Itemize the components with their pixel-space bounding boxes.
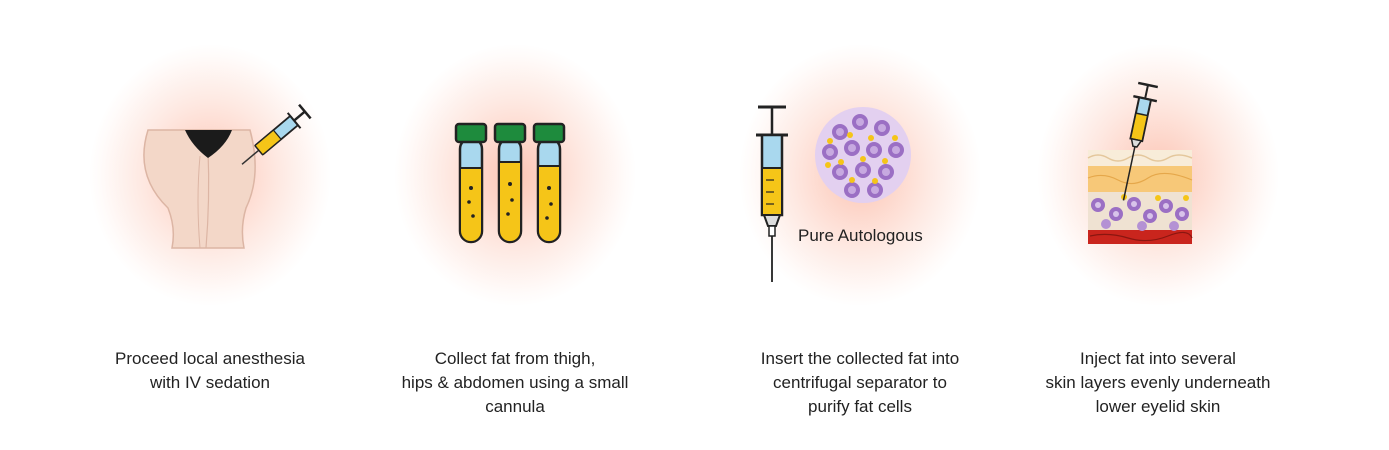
caption-line: Insert the collected fat into [760,349,960,368]
fat-cells-icon [815,107,911,203]
step-caption: Inject fat into several skin layers even… [998,347,1318,419]
skin-injection-icon [1087,81,1193,244]
test-tube-icon [532,122,566,244]
caption-line: Inject fat into several [1080,349,1236,368]
syringe-icon [1122,81,1159,201]
step-caption: Insert the collected fat into centrifuga… [700,347,1020,419]
syringe-fat-cells-icon: Pure Autologous [756,105,923,282]
step-anesthesia: Proceed local anesthesia with IV sedatio… [50,0,370,450]
syringe-icon [756,105,788,282]
caption-line: lower eyelid skin [1095,397,1221,416]
caption-line: purify fat cells [808,397,912,416]
step-centrifuge: Pure Autologous Insert the collected fat… [700,0,1020,450]
caption-line: hips & abdomen using a small [401,373,629,392]
step-inject: Inject fat into several skin layers even… [998,0,1318,450]
step-collect: Collect fat from thigh, hips & abdomen u… [355,0,675,450]
caption-line: Proceed local anesthesia [115,349,305,368]
caption-line: skin layers evenly underneath [1045,373,1271,392]
step-caption: Proceed local anesthesia with IV sedatio… [50,347,370,395]
test-tubes-icon [454,122,566,244]
thigh-injection-icon [143,103,312,249]
caption-line: centrifugal separator to [773,373,947,392]
caption-line: with IV sedation [149,373,270,392]
skin-layers-icon [1087,150,1193,244]
test-tube-icon [493,122,527,244]
caption-line: Collect fat from thigh, [434,349,596,368]
caption-line: cannula [485,397,545,416]
pure-autologous-label: Pure Autologous [798,226,923,245]
step-caption: Collect fat from thigh, hips & abdomen u… [355,347,675,419]
test-tube-icon [454,122,488,244]
